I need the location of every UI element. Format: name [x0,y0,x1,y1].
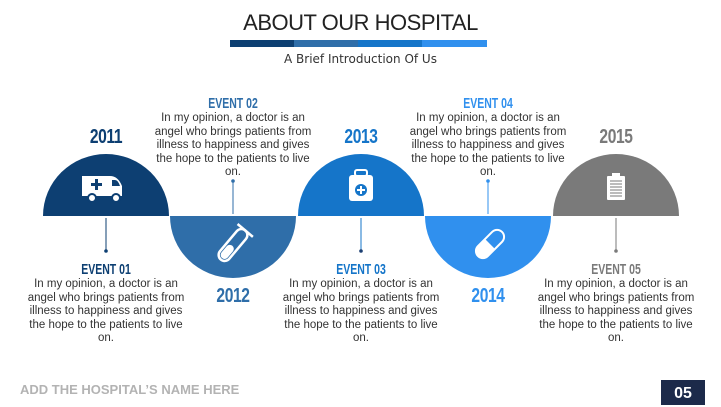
event-description: In my opinion, a doctor is an angel who … [409,112,567,178]
event-title: EVENT 01 [81,261,131,278]
pill-icon [474,228,506,260]
event-description: In my opinion, a doctor is an angel who … [154,112,312,178]
event-title: EVENT 04 [463,95,513,112]
year-label: 2015 [599,126,633,148]
page-title: ABOUT OUR HOSPITAL [243,10,478,35]
event-04: EVENT 04 In my opinion, a doctor is an a… [403,96,573,180]
hospital-name-footer: ADD THE HOSPITAL’S NAME HERE [20,382,240,397]
year-label: 2014 [471,285,505,307]
connector-lines [104,179,618,253]
event-05: EVENT 05 In my opinion, a doctor is an a… [531,262,701,346]
event-title: EVENT 02 [208,95,258,112]
title-underline-segment [422,40,487,47]
page-subtitle: A Brief Introduction Of Us [284,52,437,66]
event-description: In my opinion, a doctor is an angel who … [282,278,440,344]
title-underline-segment [230,40,294,47]
first-aid-kit-icon [349,169,373,201]
event-title: EVENT 05 [591,261,641,278]
event-description: In my opinion, a doctor is an angel who … [537,278,695,344]
event-03: EVENT 03 In my opinion, a doctor is an a… [276,262,446,346]
year-label: 2011 [89,126,123,148]
year-label: 2013 [344,126,378,148]
title-underline-segment [358,40,422,47]
year-label: 2012 [216,285,250,307]
page-number-badge: 05 [661,380,705,405]
ambulance-icon [82,176,122,203]
event-02: EVENT 02 In my opinion, a doctor is an a… [148,96,318,180]
clipboard-icon [607,173,625,200]
test-tube-icon [217,223,254,263]
event-01: EVENT 01 In my opinion, a doctor is an a… [21,262,191,346]
event-title: EVENT 03 [336,261,386,278]
event-description: In my opinion, a doctor is an angel who … [27,278,185,344]
title-underline-segment [294,40,358,47]
